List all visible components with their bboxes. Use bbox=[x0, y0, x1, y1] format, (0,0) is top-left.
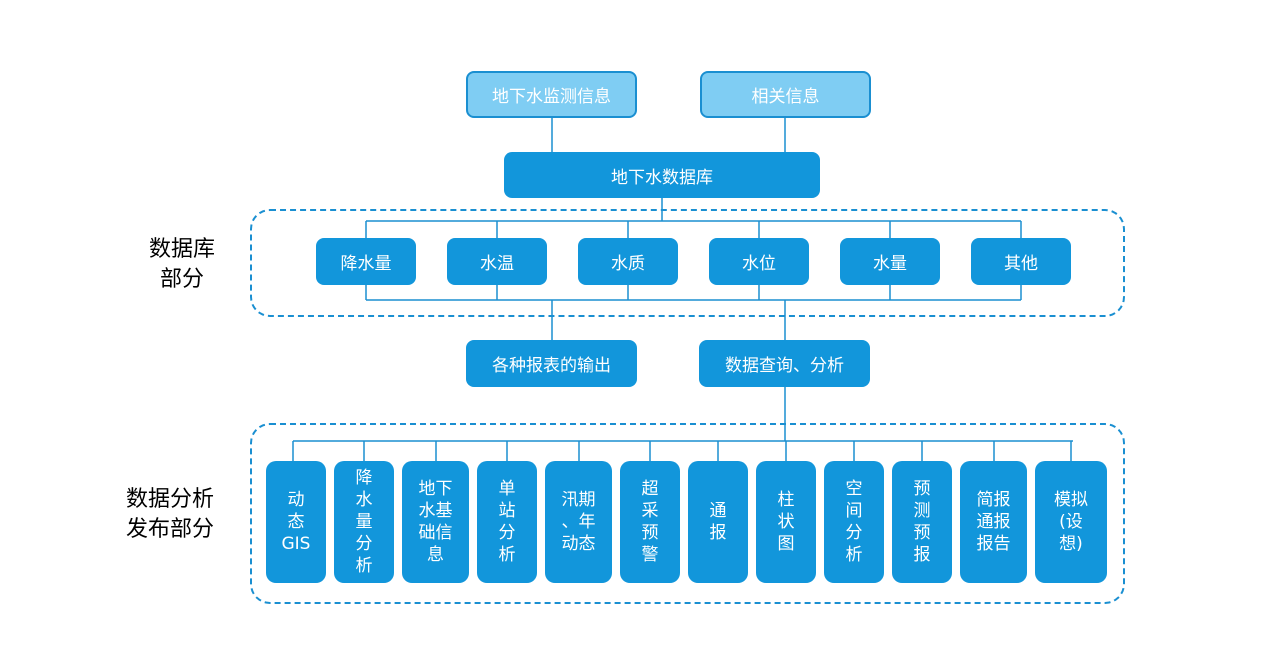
analysis-item-simulation: 模拟 (设 想) bbox=[1035, 461, 1107, 583]
analysis-item-flood-annual-dynamics: 汛期 、年 动态 bbox=[545, 461, 612, 583]
groundwater-monitoring-info-node: 地下水监测信息 bbox=[466, 71, 637, 118]
category-water-quality: 水质 bbox=[578, 238, 678, 285]
category-water-temperature: 水温 bbox=[447, 238, 547, 285]
analysis-item-spatial-analysis: 空 间 分 析 bbox=[824, 461, 884, 583]
analysis-section-label: 数据分析 发布部分 bbox=[125, 487, 214, 542]
database-section-label: 数据库 部分 bbox=[148, 237, 215, 292]
database-section-group bbox=[250, 209, 1125, 317]
report-output-node: 各种报表的输出 bbox=[466, 340, 637, 387]
analysis-item-single-station-analysis: 单 站 分 析 bbox=[477, 461, 537, 583]
related-info-node: 相关信息 bbox=[700, 71, 871, 118]
analysis-item-dynamic-gis: 动 态 GIS bbox=[266, 461, 326, 583]
analysis-item-groundwater-basic-info: 地下 水基 础信 息 bbox=[402, 461, 469, 583]
groundwater-database-node: 地下水数据库 bbox=[504, 152, 820, 198]
analysis-item-briefing-report: 简报 通报 报告 bbox=[960, 461, 1027, 583]
data-query-analysis-node: 数据查询、分析 bbox=[699, 340, 870, 387]
analysis-section-group bbox=[250, 423, 1125, 604]
category-water-level: 水位 bbox=[709, 238, 809, 285]
analysis-item-forecast: 预 测 预 报 bbox=[892, 461, 952, 583]
category-water-quantity: 水量 bbox=[840, 238, 940, 285]
category-other: 其他 bbox=[971, 238, 1071, 285]
analysis-item-precipitation-analysis: 降 水 量 分 析 bbox=[334, 461, 394, 583]
analysis-item-overexploitation-warning: 超 采 预 警 bbox=[620, 461, 680, 583]
analysis-item-bar-chart: 柱 状 图 bbox=[756, 461, 816, 583]
analysis-item-bulletin: 通 报 bbox=[688, 461, 748, 583]
category-precipitation: 降水量 bbox=[316, 238, 416, 285]
